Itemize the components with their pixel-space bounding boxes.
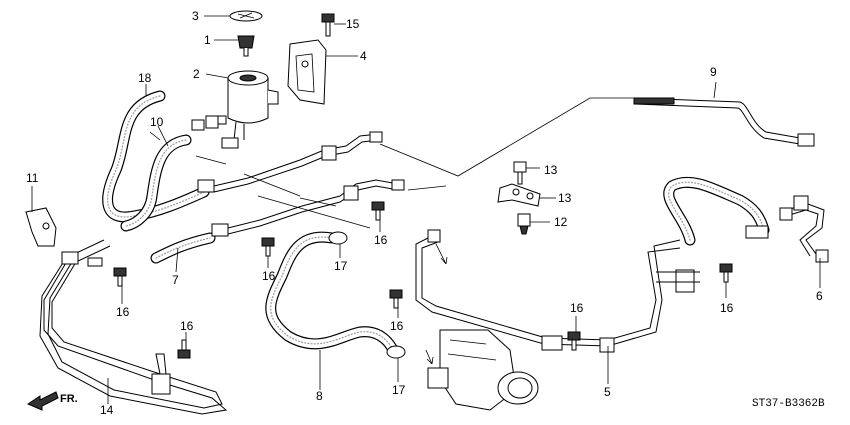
callout-14: 14 bbox=[100, 403, 114, 417]
callout-13: 13 bbox=[558, 191, 572, 205]
callout-16: 16 bbox=[116, 305, 130, 319]
callouts: 3 1 2 15 4 18 10 9 11 13 11 13 13 12 16 … bbox=[26, 9, 825, 417]
bolt-16 bbox=[389, 289, 403, 309]
hose-clamp-17 bbox=[386, 345, 406, 359]
callout-3: 3 bbox=[192, 9, 199, 23]
callout-9: 9 bbox=[710, 65, 717, 79]
front-direction-arrow bbox=[26, 391, 59, 411]
power-steering-pump bbox=[427, 329, 539, 411]
callout-16: 15 bbox=[346, 17, 360, 31]
reference-lines bbox=[195, 97, 634, 229]
diagram-code: ST37-B3362B bbox=[752, 398, 825, 410]
callout-16: 16 bbox=[720, 301, 734, 315]
callout-16: 16 bbox=[390, 319, 404, 333]
bolt-16 bbox=[321, 13, 335, 37]
hose-8 bbox=[265, 231, 398, 354]
reservoir-cap-gasket bbox=[229, 10, 263, 22]
callout-2: 2 bbox=[193, 67, 200, 81]
callout-17: 17 bbox=[392, 383, 406, 397]
callout-1: 1 bbox=[204, 33, 211, 47]
leader-lines bbox=[31, 15, 821, 404]
bolt-16 bbox=[177, 339, 191, 359]
callout-4: 4 bbox=[360, 49, 367, 63]
callout-7: 7 bbox=[172, 273, 179, 287]
callout-16: 16 bbox=[262, 269, 276, 283]
hose-7 bbox=[150, 232, 216, 264]
bolt-16 bbox=[191, 115, 219, 131]
hose-10 bbox=[120, 134, 192, 232]
callout-12: 12 bbox=[554, 215, 568, 229]
callout-10: 10 bbox=[150, 115, 164, 129]
bolt-16 bbox=[371, 201, 385, 221]
bolt-16 bbox=[719, 263, 733, 283]
clip-13 bbox=[497, 183, 541, 207]
bracket-11 bbox=[25, 207, 57, 247]
power-steering-reservoir bbox=[215, 70, 279, 149]
return-line-9 bbox=[633, 97, 815, 147]
pressure-pipes-upper bbox=[197, 131, 405, 237]
bolt-16 bbox=[567, 331, 581, 351]
callout-18: 18 bbox=[138, 71, 152, 85]
callout-15: 13 bbox=[544, 163, 558, 177]
pipe-6 bbox=[779, 195, 829, 263]
callout-5: 5 bbox=[604, 385, 611, 399]
hose-clamp-17 bbox=[328, 231, 348, 245]
callout-11: 11 bbox=[26, 171, 39, 185]
front-label: FR. bbox=[60, 393, 78, 405]
hose-18 bbox=[102, 90, 210, 223]
reservoir-bracket bbox=[287, 39, 327, 105]
bolt-12 bbox=[517, 213, 531, 235]
pressure-pipe-14 bbox=[39, 239, 228, 415]
callout-8: 8 bbox=[316, 389, 323, 403]
callout-16: 16 bbox=[374, 233, 388, 247]
callout-6: 6 bbox=[816, 289, 823, 303]
bolt-16 bbox=[113, 267, 127, 287]
bolt-15 bbox=[513, 161, 527, 185]
callout-17: 17 bbox=[334, 259, 348, 273]
callout-16: 16 bbox=[570, 301, 584, 315]
flow-arrows bbox=[425, 243, 448, 365]
callout-16: 16 bbox=[180, 319, 194, 333]
hose-right bbox=[663, 176, 770, 246]
bolt-16 bbox=[261, 237, 275, 257]
reservoir-cap bbox=[237, 35, 255, 57]
